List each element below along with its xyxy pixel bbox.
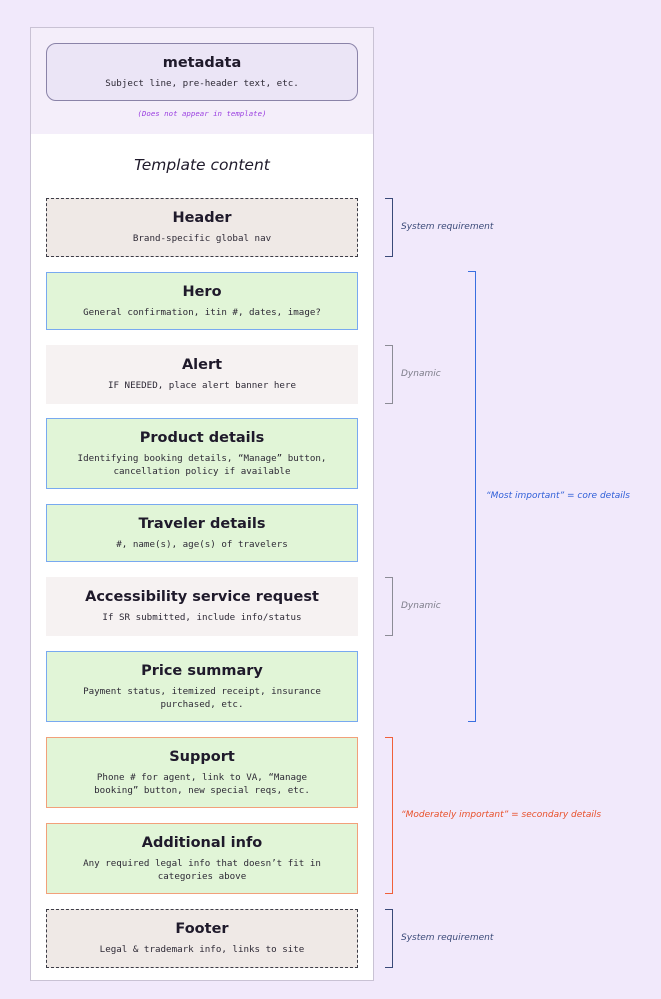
- product-details-subtitle-line-1: Identifying booking details, “Manage” bu…: [77, 452, 327, 464]
- price-summary-block: Price summary Payment status, itemized r…: [46, 651, 358, 722]
- system-requirement-label-bottom: System requirement: [401, 933, 494, 943]
- core-details-label: “Most important” = core details: [486, 491, 630, 501]
- header-subtitle: Brand-specific global nav: [132, 233, 272, 244]
- additional-info-block: Additional info Any required legal info …: [46, 823, 358, 894]
- accessibility-request-block: Accessibility service request If SR subm…: [46, 577, 358, 636]
- product-details-title: Product details: [139, 429, 265, 446]
- hero-subtitle: General confirmation, itin #, dates, ima…: [83, 306, 321, 318]
- secondary-details-label: “Moderately important” = secondary detai…: [401, 810, 602, 820]
- metadata-subtitle: Subject line, pre-header text, etc.: [105, 77, 299, 89]
- price-summary-subtitle-line-2: purchased, etc.: [160, 698, 244, 710]
- alert-block: Alert IF NEEDED, place alert banner here: [46, 345, 358, 404]
- product-details-block: Product details Identifying booking deta…: [46, 418, 358, 489]
- template-content-title: Template content: [134, 156, 270, 174]
- system-requirement-bracket-bottom: [385, 909, 393, 968]
- support-title: Support: [169, 748, 235, 765]
- system-requirement-bracket-top: [385, 198, 393, 257]
- price-summary-subtitle-line-1: Payment status, itemized receipt, insura…: [83, 685, 321, 697]
- footer-subtitle: Legal & trademark info, links to site: [99, 944, 305, 955]
- accessibility-request-title: Accessibility service request: [85, 589, 319, 605]
- traveler-details-title: Traveler details: [138, 515, 266, 532]
- product-details-subtitle-line-2: cancellation policy if available: [113, 465, 291, 477]
- dynamic-bracket-alert: [385, 345, 393, 404]
- price-summary-title: Price summary: [141, 662, 263, 679]
- additional-info-subtitle-line-2: categories above: [157, 870, 247, 882]
- secondary-details-bracket: [385, 737, 393, 894]
- alert-title: Alert: [181, 357, 223, 373]
- dynamic-bracket-accessibility: [385, 577, 393, 636]
- metadata-note: (Does not appear in template): [137, 109, 267, 118]
- dynamic-label-accessibility: Dynamic: [401, 601, 441, 611]
- header-title: Header: [172, 210, 232, 226]
- traveler-details-subtitle: #, name(s), age(s) of travelers: [116, 538, 288, 550]
- accessibility-request-subtitle: If SR submitted, include info/status: [102, 612, 302, 623]
- footer-block: Footer Legal & trademark info, links to …: [46, 909, 358, 968]
- additional-info-subtitle-line-1: Any required legal info that doesn’t fit…: [83, 857, 321, 869]
- core-details-bracket: [468, 271, 476, 722]
- dynamic-label-alert: Dynamic: [401, 369, 441, 379]
- support-block: Support Phone # for agent, link to VA, “…: [46, 737, 358, 808]
- system-requirement-label-top: System requirement: [401, 222, 494, 232]
- metadata-block: metadata Subject line, pre-header text, …: [46, 43, 358, 101]
- support-subtitle-line-1: Phone # for agent, link to VA, “Manage: [96, 771, 308, 783]
- additional-info-title: Additional info: [141, 834, 263, 851]
- metadata-title: metadata: [162, 54, 242, 71]
- footer-title: Footer: [175, 921, 229, 937]
- alert-subtitle: IF NEEDED, place alert banner here: [107, 380, 297, 391]
- hero-block: Hero General confirmation, itin #, dates…: [46, 272, 358, 330]
- header-block: Header Brand-specific global nav: [46, 198, 358, 257]
- hero-title: Hero: [182, 283, 222, 300]
- traveler-details-block: Traveler details #, name(s), age(s) of t…: [46, 504, 358, 562]
- support-subtitle-line-2: booking” button, new special reqs, etc.: [94, 784, 310, 796]
